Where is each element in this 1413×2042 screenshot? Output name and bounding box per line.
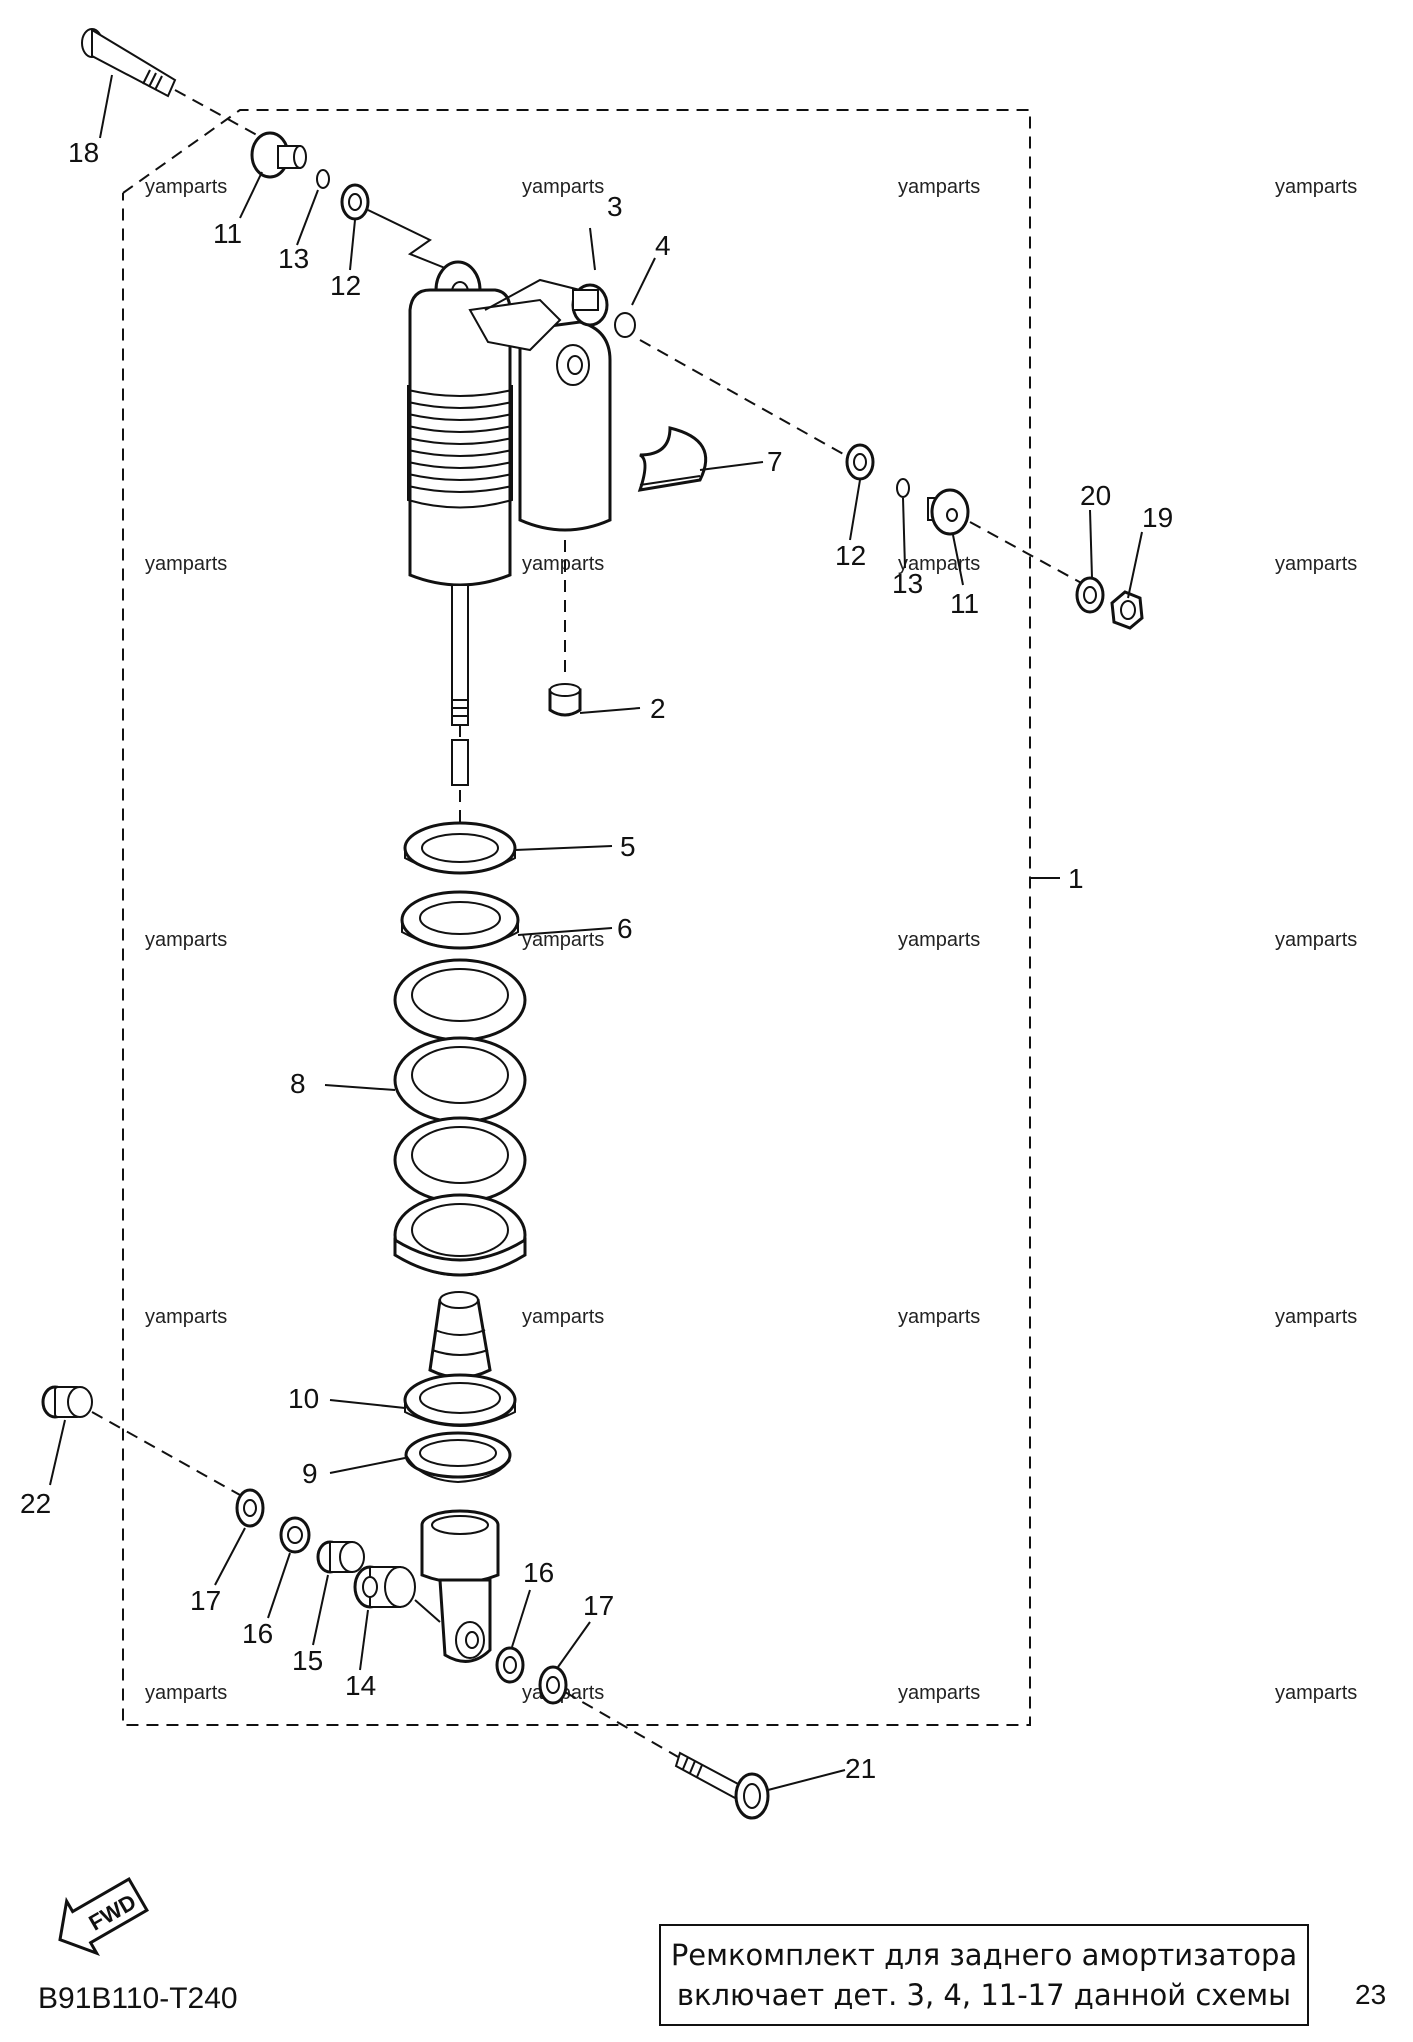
watermark: yamparts — [145, 176, 227, 198]
lower-clevis — [420, 1509, 500, 1663]
fwd-arrow-icon: FWD — [58, 1877, 149, 1956]
callout-13-top: 13 — [278, 243, 309, 274]
callout-8: 8 — [290, 1068, 306, 1099]
watermark: yamparts — [522, 1306, 604, 1328]
watermark: yamparts — [1275, 176, 1357, 198]
repair-kit-note: Ремкомплект для заднего амортизатора вкл… — [659, 1924, 1309, 2026]
watermark: yamparts — [898, 929, 980, 951]
callout-5: 5 — [620, 831, 636, 862]
oring-13-top — [316, 169, 330, 189]
callout-11-top: 11 — [213, 218, 242, 249]
watermark: yamparts — [145, 1682, 227, 1704]
note-line-2: включает дет. 3, 4, 11-17 данной схемы — [677, 1978, 1291, 2012]
nut-19 — [1110, 590, 1144, 630]
callout-6: 6 — [617, 913, 633, 944]
watermark: yamparts — [1275, 1306, 1357, 1328]
watermark: yamparts — [898, 1682, 980, 1704]
bearing-14 — [353, 1565, 416, 1609]
callout-20: 20 — [1080, 480, 1111, 511]
washer-12-top — [340, 183, 370, 221]
collar-22 — [41, 1385, 93, 1419]
bump-stopper — [428, 1291, 492, 1379]
watermark: yamparts — [522, 176, 604, 198]
callout-15: 15 — [292, 1645, 323, 1676]
callout-4: 4 — [655, 230, 671, 261]
bolt-21 — [674, 1751, 770, 1820]
watermark: yamparts — [1275, 553, 1357, 575]
callout-14: 14 — [345, 1670, 376, 1701]
guide-line — [91, 1411, 241, 1496]
diagram-code: B91B110-T240 — [38, 1982, 238, 2015]
callout-18: 18 — [68, 137, 99, 168]
callout-3: 3 — [607, 191, 623, 222]
watermark: yamparts — [522, 929, 604, 951]
washer-12-right — [845, 443, 875, 481]
watermark: yamparts — [145, 553, 227, 575]
callout-17-right: 17 — [583, 1590, 614, 1621]
watermark: yamparts — [522, 553, 604, 575]
watermark: yamparts — [898, 176, 980, 198]
guide-line — [367, 209, 456, 273]
callout-22: 22 — [20, 1488, 51, 1519]
callout-16-right: 16 — [523, 1557, 554, 1588]
guide-line — [564, 1691, 681, 1759]
callout-19: 19 — [1142, 502, 1173, 533]
callout-17-left: 17 — [190, 1585, 221, 1616]
callout-13-right: 13 — [892, 568, 923, 599]
band-7 — [637, 426, 708, 492]
callout-12-right: 12 — [835, 540, 866, 571]
spring-8 — [393, 958, 527, 1277]
guide-line — [484, 278, 581, 311]
seal-16-left — [279, 1516, 311, 1554]
callout-12-top: 12 — [330, 270, 361, 301]
ring-nut-5 — [403, 821, 517, 875]
collar-11-right — [927, 488, 970, 536]
callout-2: 2 — [650, 693, 666, 724]
valve-cap-2 — [548, 683, 582, 717]
watermark-grid: yamparts yamparts yamparts yamparts yamp… — [145, 176, 1357, 1704]
callout-11-right: 11 — [950, 588, 979, 619]
guide-line — [969, 521, 1086, 586]
callout-7: 7 — [767, 446, 783, 477]
washer-20 — [1075, 576, 1105, 614]
circlip-4 — [614, 312, 636, 338]
washer-17-right — [538, 1665, 568, 1705]
callout-1: 1 — [1068, 863, 1084, 894]
watermark: yamparts — [145, 1306, 227, 1328]
callout-21: 21 — [845, 1753, 876, 1784]
callout-9: 9 — [302, 1458, 318, 1489]
bolt-18 — [81, 28, 276, 146]
callout-10: 10 — [288, 1383, 319, 1414]
shock-absorber-body — [407, 260, 612, 840]
seat-10 — [403, 1373, 517, 1427]
note-line-1: Ремкомплект для заднего амортизатора — [671, 1938, 1297, 1972]
seat-9 — [404, 1431, 512, 1484]
watermark: yamparts — [898, 1306, 980, 1328]
ring-nut-6 — [400, 890, 520, 950]
guide-line — [414, 1599, 441, 1623]
collar-11-top — [250, 131, 307, 179]
oring-13-right — [896, 478, 910, 498]
watermark: yamparts — [145, 929, 227, 951]
washer-17-left — [235, 1488, 265, 1528]
seal-16-right — [495, 1646, 525, 1684]
assembly-boundary — [122, 109, 1031, 1726]
collar-15 — [316, 1540, 365, 1574]
callout-23: 23 — [1355, 1979, 1386, 2010]
callout-labels: 1 2 3 4 5 6 7 8 9 10 11 11 12 12 13 13 1… — [20, 137, 1386, 2010]
bushing-3 — [571, 283, 609, 327]
leader-lines — [49, 74, 1300, 1995]
watermark: yamparts — [1275, 1682, 1357, 1704]
watermark: yamparts — [1275, 929, 1357, 951]
callout-16-left: 16 — [242, 1618, 273, 1649]
